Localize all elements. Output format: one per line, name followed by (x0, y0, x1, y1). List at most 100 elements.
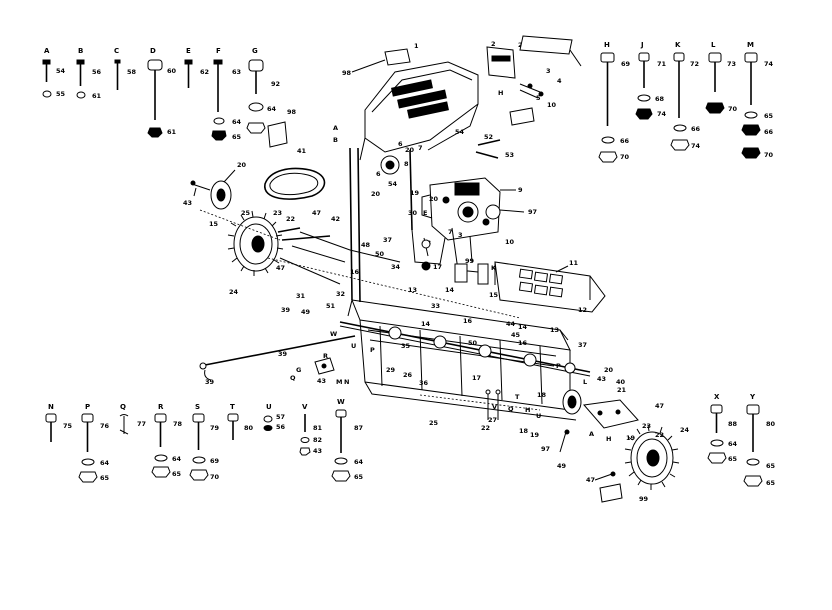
nut-icon (670, 139, 690, 151)
washer-icon (746, 458, 760, 466)
hardware-letter: K (675, 41, 681, 49)
part-number: 66 (691, 125, 701, 133)
bolt-icon (42, 59, 51, 82)
handle-bracket-icon (486, 46, 516, 79)
bolt-icon (227, 413, 239, 440)
part-number: 70 (620, 153, 630, 161)
hardware-letter: J (640, 41, 644, 49)
bolt-icon (744, 52, 758, 105)
callout-number: 18 (519, 427, 529, 435)
part-number: 60 (167, 67, 177, 75)
part-number: 69 (210, 457, 220, 465)
callout-number: 5 (536, 94, 541, 102)
hardware-letter: B (333, 136, 338, 144)
hardware-letter: N (48, 403, 54, 411)
drive-wheel-right (624, 424, 680, 490)
hardware-letter: E (423, 209, 427, 217)
part-number: 64 (354, 458, 364, 466)
drive-belt (264, 167, 326, 200)
washer-icon (154, 454, 168, 462)
wheel-shield-plate (583, 399, 639, 429)
callout-number: 25 (429, 419, 439, 427)
nut-icon (151, 466, 171, 478)
callout-number: 12 (578, 306, 587, 314)
part-number: 72 (690, 60, 699, 68)
hardware-letter: R (158, 403, 164, 411)
callout-number: 19 (410, 189, 420, 197)
callout-number: 1 (414, 42, 419, 50)
hardware-letter: D (150, 47, 156, 55)
hardware-letter: Q (508, 405, 514, 413)
callout-number: 49 (557, 462, 567, 470)
main-assembly: 1 98 2 2 3 4 10 5 H A B 52 (183, 35, 690, 503)
hardware-letter: L (583, 378, 587, 386)
callout-number: 8 (404, 160, 409, 168)
part-number: 64 (232, 118, 242, 126)
callout-number: 48 (361, 241, 371, 249)
bolt-icon (600, 52, 615, 126)
callout-number: 6 (376, 170, 381, 178)
part-number: 66 (764, 128, 774, 136)
callout-number: 45 (511, 331, 521, 339)
washer-icon (192, 456, 206, 464)
bolt-icon (710, 404, 723, 433)
hardware-letter: A (44, 47, 50, 55)
part-number: 66 (620, 137, 630, 145)
callout-number: 27 (488, 416, 497, 424)
callout-number: 23 (642, 422, 651, 430)
callout-number: 10 (505, 238, 515, 246)
bolt-icon (746, 404, 760, 452)
callout-number: 13 (408, 286, 417, 294)
bolt-icon (81, 413, 94, 452)
hardware-letter: G (252, 47, 258, 55)
callout-number: 20 (237, 161, 247, 169)
hardware-letter: X (714, 393, 720, 401)
part-number: 77 (137, 420, 146, 428)
part-number: 43 (313, 447, 322, 455)
nut-icon (246, 122, 266, 134)
bolt-icon (184, 59, 193, 88)
part-number: 70 (764, 151, 774, 159)
callout-number: 7 (448, 228, 453, 236)
part-number: 68 (655, 95, 665, 103)
handle-console[interactable] (359, 61, 479, 161)
part-number: 79 (210, 424, 220, 432)
part-number: 64 (267, 105, 277, 113)
callout-number: 23 (273, 209, 282, 217)
hardware-letter: A (589, 430, 594, 438)
part-number: 82 (313, 436, 322, 444)
callout-number: 18 (537, 391, 547, 399)
washer-icon (601, 136, 615, 144)
hardware-letter: Q (120, 403, 126, 411)
part-number: 74 (657, 110, 667, 118)
callout-number: 43 (317, 377, 326, 385)
hardware-letter: M (336, 378, 342, 386)
callout-number: 32 (336, 290, 345, 298)
part-number: 80 (244, 424, 254, 432)
decal-icon (267, 121, 288, 148)
callout-number: 35 (401, 342, 411, 350)
hardware-letter: P (85, 403, 90, 411)
bolt-icon (192, 413, 205, 450)
nut-icon (707, 452, 727, 464)
hardware-letter: U (351, 342, 356, 350)
nut-icon (147, 127, 163, 138)
callout-number: 13 (550, 326, 559, 334)
hardware-letter: S (195, 403, 200, 411)
callout-number: 54 (455, 128, 465, 136)
callout-number: 20 (405, 146, 415, 154)
hardware-letter: P (556, 362, 561, 370)
callout-number: 15 (209, 220, 219, 228)
nut-icon (635, 108, 653, 120)
part-number: 65 (354, 473, 364, 481)
part-number: 61 (167, 128, 177, 136)
hardware-letter: E (186, 47, 191, 55)
coupler-icon (314, 357, 335, 375)
callout-number: 43 (597, 375, 606, 383)
part-number: 80 (766, 420, 776, 428)
part-number: 65 (764, 112, 774, 120)
callout-number: 24 (680, 426, 690, 434)
washer-icon (81, 458, 95, 466)
callout-number: 21 (617, 386, 627, 394)
callout-number: 11 (569, 259, 579, 267)
